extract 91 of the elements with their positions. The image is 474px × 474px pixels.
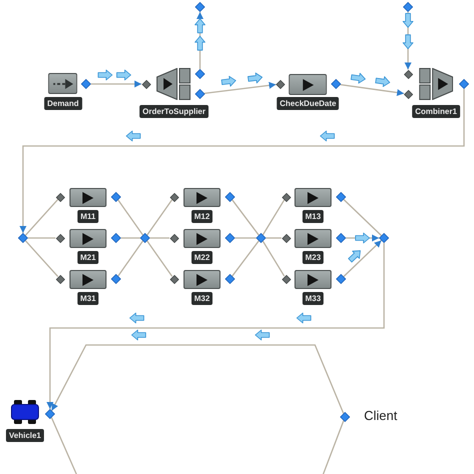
object-label: M11 bbox=[77, 210, 99, 223]
junction-diamond bbox=[256, 233, 266, 243]
connector-line bbox=[232, 199, 260, 236]
object-label: Vehicle1 bbox=[6, 429, 44, 442]
arrow-connector bbox=[346, 234, 379, 242]
connector-line bbox=[232, 240, 260, 277]
input-port-diamond bbox=[282, 274, 290, 284]
direction-arrow bbox=[221, 76, 236, 87]
connector-line bbox=[24, 198, 58, 236]
direction-arrow bbox=[350, 72, 366, 84]
object-label: M32 bbox=[191, 292, 213, 305]
connector-line bbox=[24, 240, 58, 278]
junction-diamond bbox=[340, 412, 350, 422]
arrow-connector bbox=[91, 80, 142, 88]
output-port-diamond bbox=[459, 79, 469, 89]
direction-arrow bbox=[116, 70, 132, 80]
direction-arrow bbox=[129, 312, 144, 324]
output-port-diamond bbox=[225, 233, 235, 243]
direction-arrow bbox=[98, 70, 113, 80]
connector-line bbox=[50, 417, 80, 474]
direction-arrow bbox=[194, 36, 206, 51]
arrow-connector bbox=[204, 82, 276, 94]
direction-arrow bbox=[131, 330, 146, 340]
connector-line bbox=[118, 240, 144, 276]
connector-line bbox=[235, 237, 256, 239]
output-port-diamond bbox=[225, 192, 235, 202]
direction-arrow bbox=[320, 130, 335, 142]
connector-line bbox=[28, 237, 56, 239]
output-port-diamond bbox=[336, 233, 346, 243]
connector-line bbox=[150, 237, 170, 239]
junction-diamond bbox=[18, 233, 28, 243]
connector-line bbox=[146, 199, 173, 236]
object-label: Demand bbox=[44, 97, 82, 110]
input-port-diamond bbox=[56, 192, 64, 202]
object-label: M12 bbox=[191, 210, 213, 223]
connector-line bbox=[118, 200, 144, 236]
node-caption: Client bbox=[364, 408, 398, 424]
object-label: OrderToSupplier bbox=[140, 105, 208, 118]
direction-arrow bbox=[194, 18, 206, 34]
connector-line bbox=[266, 237, 282, 239]
output-port-diamond bbox=[111, 274, 121, 284]
connector-line bbox=[262, 240, 285, 277]
object-label: M33 bbox=[302, 292, 324, 305]
connector-line bbox=[262, 199, 285, 236]
direction-arrow bbox=[402, 13, 414, 28]
input-port-diamond bbox=[56, 274, 64, 284]
direction-arrow bbox=[355, 232, 370, 244]
direction-arrow bbox=[248, 72, 263, 84]
output-port-diamond bbox=[336, 192, 346, 202]
connector-line bbox=[146, 240, 173, 277]
arrow-connector bbox=[51, 344, 344, 414]
junction-diamond bbox=[195, 2, 205, 12]
input-port-diamond bbox=[282, 192, 290, 202]
junction-diamond bbox=[379, 233, 389, 243]
arrow-connector bbox=[196, 12, 204, 69]
object-label: M21 bbox=[77, 251, 99, 264]
input-port-diamond bbox=[404, 90, 412, 98]
arrow-connector bbox=[343, 240, 382, 278]
direction-arrow bbox=[126, 130, 141, 142]
input-port-diamond bbox=[282, 234, 290, 242]
junction-diamond bbox=[140, 233, 150, 243]
object-label: M13 bbox=[302, 210, 324, 223]
connector-line bbox=[320, 420, 344, 474]
arrow-connector bbox=[46, 243, 385, 409]
output-port-diamond bbox=[336, 274, 346, 284]
output-port-diamond bbox=[111, 192, 121, 202]
object-label: Combiner1 bbox=[412, 105, 460, 118]
connector-line bbox=[343, 198, 382, 236]
input-port-diamond bbox=[170, 234, 178, 242]
arrow-connector bbox=[340, 84, 404, 96]
output-port-diamond bbox=[81, 79, 91, 89]
object-label: M31 bbox=[77, 292, 99, 305]
output-port-diamond bbox=[111, 233, 121, 243]
input-port-diamond bbox=[56, 234, 64, 242]
output-port-diamond bbox=[225, 274, 235, 284]
input-port-diamond bbox=[170, 274, 178, 284]
arrow-connector bbox=[20, 89, 465, 233]
object-label: CheckDueDate bbox=[276, 97, 340, 110]
connector-line bbox=[121, 237, 140, 239]
direction-arrow bbox=[296, 312, 312, 324]
object-label: M23 bbox=[302, 251, 324, 264]
direction-arrow bbox=[254, 330, 270, 340]
object-label: M22 bbox=[191, 251, 213, 264]
junction-diamond bbox=[45, 409, 55, 419]
arrow-connector bbox=[404, 12, 412, 70]
input-port-diamond bbox=[404, 70, 412, 78]
direction-arrow bbox=[348, 250, 361, 262]
input-port-diamond bbox=[170, 192, 178, 202]
direction-arrow bbox=[375, 76, 390, 87]
junction-diamond bbox=[403, 2, 413, 12]
direction-arrow bbox=[402, 34, 414, 50]
